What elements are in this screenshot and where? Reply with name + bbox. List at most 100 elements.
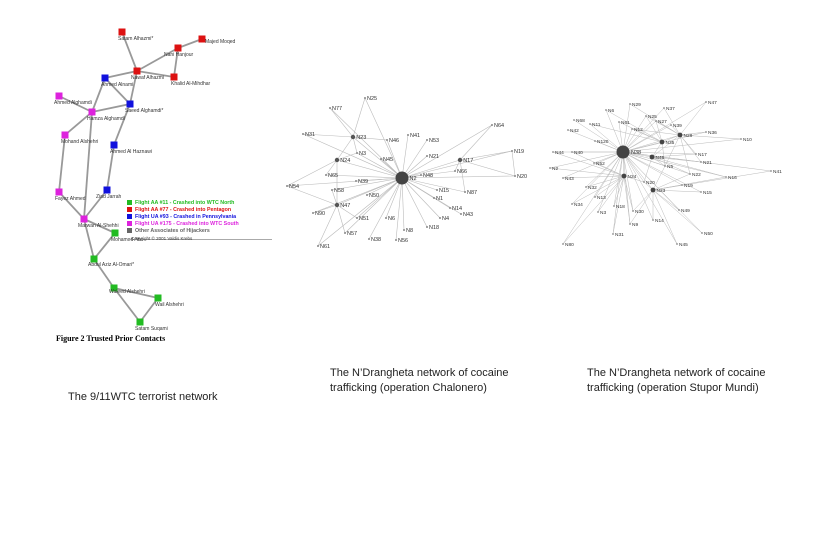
network-edge (562, 151, 624, 179)
network-edge (58, 95, 93, 113)
trafficker-node (770, 170, 772, 172)
network-edge (623, 175, 631, 225)
trafficker-label: N45 (383, 157, 393, 163)
network-edge (594, 175, 625, 198)
network-edge (597, 151, 624, 213)
trafficker-node (650, 187, 656, 193)
trafficker-node (594, 140, 596, 142)
trafficker-label: N28 (684, 133, 693, 139)
hijacker-node (133, 67, 141, 75)
legend-label: Flight UA #93 - Crashed in Pennsylvania (135, 214, 237, 220)
trafficker-label: N6 (608, 108, 614, 114)
copyright-text: Copyright © 2001 Valdis Krebs (131, 236, 193, 241)
trafficker-node (317, 245, 319, 247)
trafficker-node (426, 226, 428, 228)
network-edge (622, 151, 654, 191)
trafficker-label: N57 (347, 231, 357, 237)
network-edge (622, 151, 634, 212)
trafficker-label: N51 (359, 216, 369, 222)
trafficker-node (344, 232, 346, 234)
network-edge (562, 175, 625, 179)
network-edge (401, 175, 516, 179)
trafficker-node (407, 134, 409, 136)
hijacker-label: Waleed Alshehri (109, 289, 145, 295)
trafficker-node (621, 173, 627, 179)
trafficker-node (426, 139, 428, 141)
network-edge (386, 139, 403, 179)
network-edge (622, 151, 727, 178)
network-edge (622, 151, 631, 225)
trafficker-label: N31 (615, 232, 624, 238)
network-edge (651, 156, 666, 167)
network-edge (104, 70, 138, 79)
network-edge (652, 189, 680, 211)
network-edge (91, 103, 131, 113)
network-edge (459, 159, 516, 177)
trafficker-label: N27 (658, 119, 667, 125)
trafficker-node (701, 232, 703, 234)
hijacker-node (90, 255, 98, 263)
network-edge (511, 150, 516, 177)
trafficker-label: N2 (552, 166, 558, 172)
network-edge (643, 156, 653, 183)
hijacker-label: Wail Alshehri (155, 302, 184, 308)
network-edge (93, 232, 116, 260)
network-edge (652, 173, 691, 191)
network-edge (651, 156, 727, 178)
trafficker-node (449, 207, 451, 209)
trafficker-node (457, 157, 463, 163)
trafficker-node (312, 212, 314, 214)
network-edge (679, 101, 707, 136)
trafficker-node (700, 161, 702, 163)
trafficker-label: N36 (708, 130, 717, 136)
trafficker-label: N54 (289, 184, 299, 190)
network-edge (622, 101, 707, 153)
network-edge (401, 134, 409, 179)
trafficker-node (395, 239, 397, 241)
legend-swatch (127, 228, 132, 234)
legend-swatch (127, 214, 132, 220)
network-edge (585, 175, 625, 188)
hijacker-label: Mohand Alshehri (61, 139, 98, 145)
trafficker-label: N61 (320, 244, 330, 250)
hijacker-node (61, 131, 69, 139)
network-edge (336, 159, 403, 179)
trafficker-node (366, 194, 368, 196)
trafficker-label: N13 (597, 195, 606, 201)
trafficker-label: N47 (708, 100, 717, 106)
trafficker-node (460, 213, 462, 215)
network-edge (549, 151, 624, 169)
hijacker-label: Ahmed Alghamdi (54, 100, 92, 106)
caption-chalonero: The N’Drangheta network of cocaine traff… (330, 367, 509, 394)
network-edge (317, 204, 338, 247)
trafficker-node (652, 219, 654, 221)
network-edge (622, 134, 681, 153)
network-edge (593, 162, 625, 177)
trafficker-label: N53 (429, 138, 439, 144)
trafficker-label: N52 (596, 161, 605, 167)
network-edge (286, 159, 338, 187)
network-edge (605, 109, 663, 143)
trafficker-node (643, 181, 645, 183)
legend-label: Flight UA #175 - Crashed into WTC South (135, 221, 239, 227)
trafficker-node (585, 186, 587, 188)
trafficker-node (645, 115, 647, 117)
network-edge (286, 177, 403, 187)
trafficker-label: N29 (632, 102, 641, 108)
network-edge (401, 177, 428, 228)
network-edge (652, 189, 678, 245)
trafficker-label: N49 (681, 208, 690, 214)
trafficker-node (618, 121, 620, 123)
trafficker-label: N77 (332, 106, 342, 112)
network-edge (629, 103, 681, 136)
hijacker-label: Mohamed Atta (111, 237, 143, 243)
network-edge (679, 134, 742, 140)
network-edge (622, 107, 665, 153)
network-edge (336, 136, 354, 161)
hijacker-node (110, 284, 118, 292)
network-edge (571, 175, 625, 205)
network-edge (645, 115, 663, 143)
network-edge (652, 189, 702, 193)
trafficker-label: N40 (574, 150, 583, 156)
trafficker-label: N19 (514, 149, 524, 155)
